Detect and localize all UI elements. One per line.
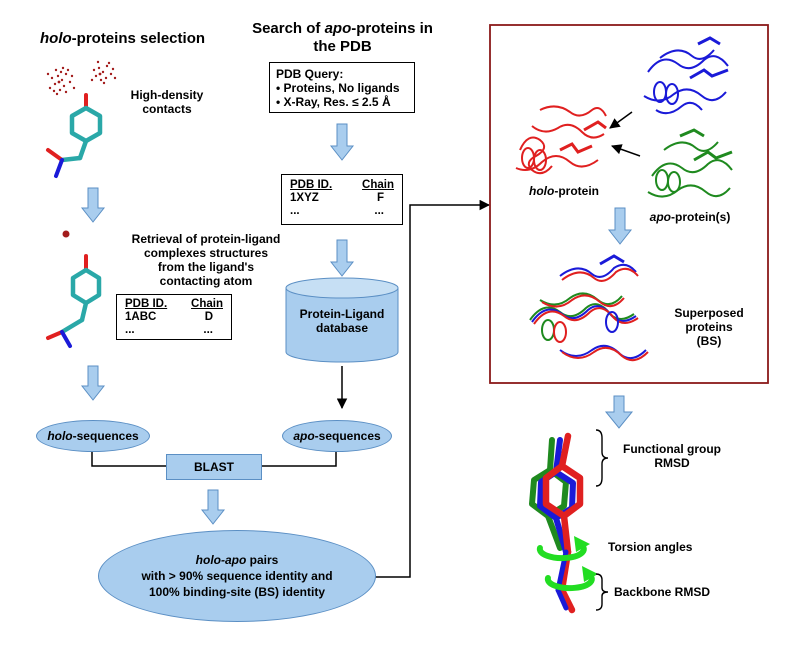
arrow-right-1 bbox=[607, 207, 633, 245]
apo-search-title-pre: Search of bbox=[252, 20, 325, 37]
holo-selection-title-italic: holo bbox=[40, 30, 72, 47]
apo-table-chain-1: F bbox=[376, 192, 384, 204]
pdb-query-line-1: • Proteins, No ligands bbox=[276, 81, 400, 95]
arrow-mid-2 bbox=[329, 239, 355, 277]
holo-protein-italic: holo bbox=[529, 184, 555, 198]
holo-sequences-italic: holo bbox=[47, 429, 73, 443]
pairs-italic-apo: apo bbox=[224, 553, 247, 567]
backbone-rmsd-label: Backbone RMSD bbox=[614, 585, 711, 599]
apo-search-title-line-2: the PDB bbox=[313, 38, 372, 55]
superposed-proteins-structure bbox=[529, 254, 649, 362]
blast-label: BLAST bbox=[194, 460, 234, 474]
pairs-italic-holo: holo bbox=[195, 553, 221, 567]
holo-pdb-table: PDB ID. Chain 1ABC D ...... bbox=[116, 294, 232, 340]
apo-table-id-1: 1XYZ bbox=[290, 192, 319, 204]
pairs-dash: - bbox=[220, 553, 225, 567]
holo-selection-title-rest: -proteins selection bbox=[71, 30, 206, 47]
holo-table-chain-2: ... bbox=[203, 324, 213, 336]
superposed-label: Superposed proteins (BS) bbox=[664, 306, 754, 348]
density-cloud-left bbox=[46, 66, 76, 96]
apo-proteins-italic: apo bbox=[649, 210, 671, 224]
apo-table-header-id: PDB ID. bbox=[290, 179, 333, 191]
apo-sequences-rest: -sequences bbox=[314, 429, 381, 443]
pairs-rest: pairs bbox=[246, 553, 279, 567]
apo-pdb-table: PDB ID. Chain 1XYZ F ...... bbox=[281, 174, 403, 225]
database-cylinder bbox=[285, 277, 399, 363]
arrow-right-2 bbox=[604, 395, 634, 429]
retrieval-line-4: contacting atom bbox=[159, 274, 253, 288]
braces bbox=[595, 429, 609, 611]
density-cloud-right bbox=[90, 60, 117, 85]
apo-protein-blue-structure bbox=[643, 36, 729, 115]
functional-group-label: Functional group RMSD bbox=[612, 442, 732, 470]
apo-proteins-label: apo-protein(s) bbox=[640, 210, 740, 224]
retrieval-line-2: complexes structures bbox=[143, 246, 269, 260]
holo-table-chain-1: D bbox=[204, 311, 213, 323]
holo-table-header-chain: Chain bbox=[191, 298, 223, 310]
retrieval-line-1: Retrieval of protein-ligand bbox=[131, 232, 281, 246]
holo-table-id-1: 1ABC bbox=[125, 311, 157, 323]
holo-protein-structure bbox=[515, 105, 607, 175]
apo-search-title-post: -proteins in bbox=[351, 20, 433, 37]
retrieval-label: Retrieval of protein-ligand complexes st… bbox=[106, 232, 306, 288]
connector-lines bbox=[91, 111, 641, 578]
superposed-line-3: (BS) bbox=[696, 334, 722, 348]
holo-protein-rest: -protein bbox=[554, 184, 599, 198]
torsion-arrowheads bbox=[574, 536, 598, 582]
database-label: Protein-Ligand database bbox=[286, 307, 398, 335]
apo-table-id-2: ... bbox=[290, 205, 300, 217]
apo-search-title: Search of apo-proteins in the PDB bbox=[245, 20, 440, 56]
superposed-line-2: proteins bbox=[685, 320, 733, 334]
apo-table-header-chain: Chain bbox=[362, 179, 394, 191]
retrieval-line-3: from the ligand's bbox=[157, 260, 255, 274]
pdb-query-line-2: • X-Ray, Res. ≤ 2.5 Å bbox=[276, 95, 391, 109]
arrow-blast bbox=[200, 489, 226, 525]
pdb-query-title: PDB Query: bbox=[276, 67, 344, 81]
brace-backbone bbox=[595, 573, 609, 611]
functional-group-line-1: Functional group bbox=[623, 442, 721, 456]
tyrosine-ligand-bottom bbox=[46, 254, 102, 348]
functional-group-line-2: RMSD bbox=[654, 456, 690, 470]
holo-table-id-2: ... bbox=[125, 324, 135, 336]
database-line-2: database bbox=[315, 321, 369, 335]
torsion-arrows bbox=[536, 541, 595, 592]
apo-sequences-italic: apo bbox=[293, 429, 315, 443]
torsion-angles-label: Torsion angles bbox=[608, 540, 693, 554]
block-arrows bbox=[80, 123, 634, 525]
tyrosine-ligand-top bbox=[46, 93, 103, 178]
apo-table-chain-2: ... bbox=[374, 205, 384, 217]
structure-panel bbox=[489, 24, 769, 384]
holo-protein-label: holo-protein bbox=[524, 184, 604, 198]
holo-sequences-ellipse: holo-sequences bbox=[36, 420, 150, 452]
arrow-mid-1 bbox=[329, 123, 355, 161]
holo-selection-title: holo-proteins selection bbox=[40, 30, 230, 48]
apo-sequences-ellipse: apo-sequences bbox=[282, 420, 392, 452]
high-density-line-2: contacts bbox=[142, 102, 192, 116]
high-density-label: High-density contacts bbox=[122, 88, 212, 116]
holo-table-header-id: PDB ID. bbox=[125, 298, 168, 310]
holo-sequences-rest: -sequences bbox=[72, 429, 139, 443]
pairs-line-2: with > 90% sequence identity and bbox=[141, 569, 333, 583]
apo-search-title-italic: apo bbox=[324, 20, 352, 37]
pairs-line-3: 100% binding-site (BS) identity bbox=[148, 585, 325, 599]
contact-atom bbox=[62, 230, 70, 238]
arrow-left-1 bbox=[80, 187, 106, 223]
apo-proteins-rest: -protein(s) bbox=[671, 210, 731, 224]
brace-functional bbox=[595, 429, 609, 487]
holo-apo-pairs-ellipse: holo-apo pairs with > 90% sequence ident… bbox=[98, 530, 376, 622]
high-density-line-1: High-density bbox=[130, 88, 204, 102]
apo-protein-green-structure bbox=[647, 128, 733, 198]
superposed-line-1: Superposed bbox=[674, 306, 744, 320]
blast-box: BLAST bbox=[166, 454, 262, 480]
pdb-query-box: PDB Query: • Proteins, No ligands • X-Ra… bbox=[269, 62, 415, 113]
arrow-left-2 bbox=[80, 365, 106, 401]
database-line-1: Protein-Ligand bbox=[299, 307, 385, 321]
